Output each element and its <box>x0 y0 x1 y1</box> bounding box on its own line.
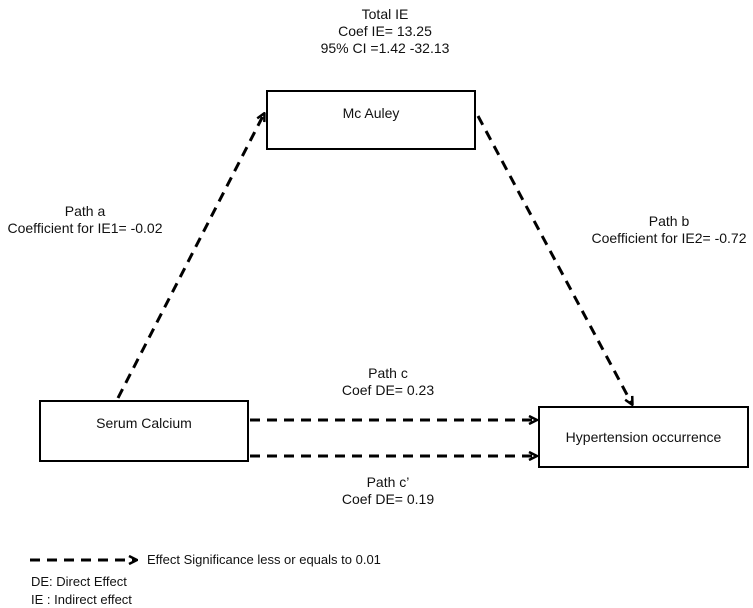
legend-de: DE: Direct Effect <box>31 574 127 589</box>
path-a-arrow <box>116 114 264 399</box>
mediator-label: Mc Auley <box>342 105 400 121</box>
path-c-title: Path c <box>368 365 408 381</box>
mediator-box: Mc Auley <box>266 90 476 150</box>
path-b-arrow <box>476 115 632 404</box>
path-b-title: Path b <box>648 213 690 229</box>
exposure-box: Serum Calcium <box>39 400 249 462</box>
total-ie-title: Total IE <box>361 6 409 22</box>
path-b-coef: Coefficient for IE2= -0.72 <box>591 230 747 246</box>
legend-ie: IE : Indirect effect <box>31 592 132 607</box>
path-c-prime-title: Path c’ <box>366 474 410 490</box>
total-ie-block: Total IE Coef IE= 13.25 95% CI =1.42 -32… <box>285 6 485 57</box>
path-b-label: Path b Coefficient for IE2= -0.72 <box>585 213 753 247</box>
path-c-prime-label: Path c’ Coef DE= 0.19 <box>318 474 458 508</box>
total-ie-coef: Coef IE= 13.25 <box>338 23 432 39</box>
path-a-coef: Coefficient for IE1= -0.02 <box>7 220 163 236</box>
path-c-prime-coef: Coef DE= 0.19 <box>341 491 435 507</box>
exposure-label: Serum Calcium <box>96 415 192 431</box>
outcome-box: Hypertension occurrence <box>538 406 749 468</box>
path-a-title: Path a <box>64 203 106 219</box>
legend-arrow-text: Effect Significance less or equals to 0.… <box>147 552 381 567</box>
total-ie-ci: 95% CI =1.42 -32.13 <box>320 40 450 56</box>
path-c-coef: Coef DE= 0.23 <box>341 382 435 398</box>
outcome-label: Hypertension occurrence <box>565 429 722 445</box>
path-c-label: Path c Coef DE= 0.23 <box>318 365 458 399</box>
path-a-label: Path a Coefficient for IE1= -0.02 <box>0 203 170 237</box>
